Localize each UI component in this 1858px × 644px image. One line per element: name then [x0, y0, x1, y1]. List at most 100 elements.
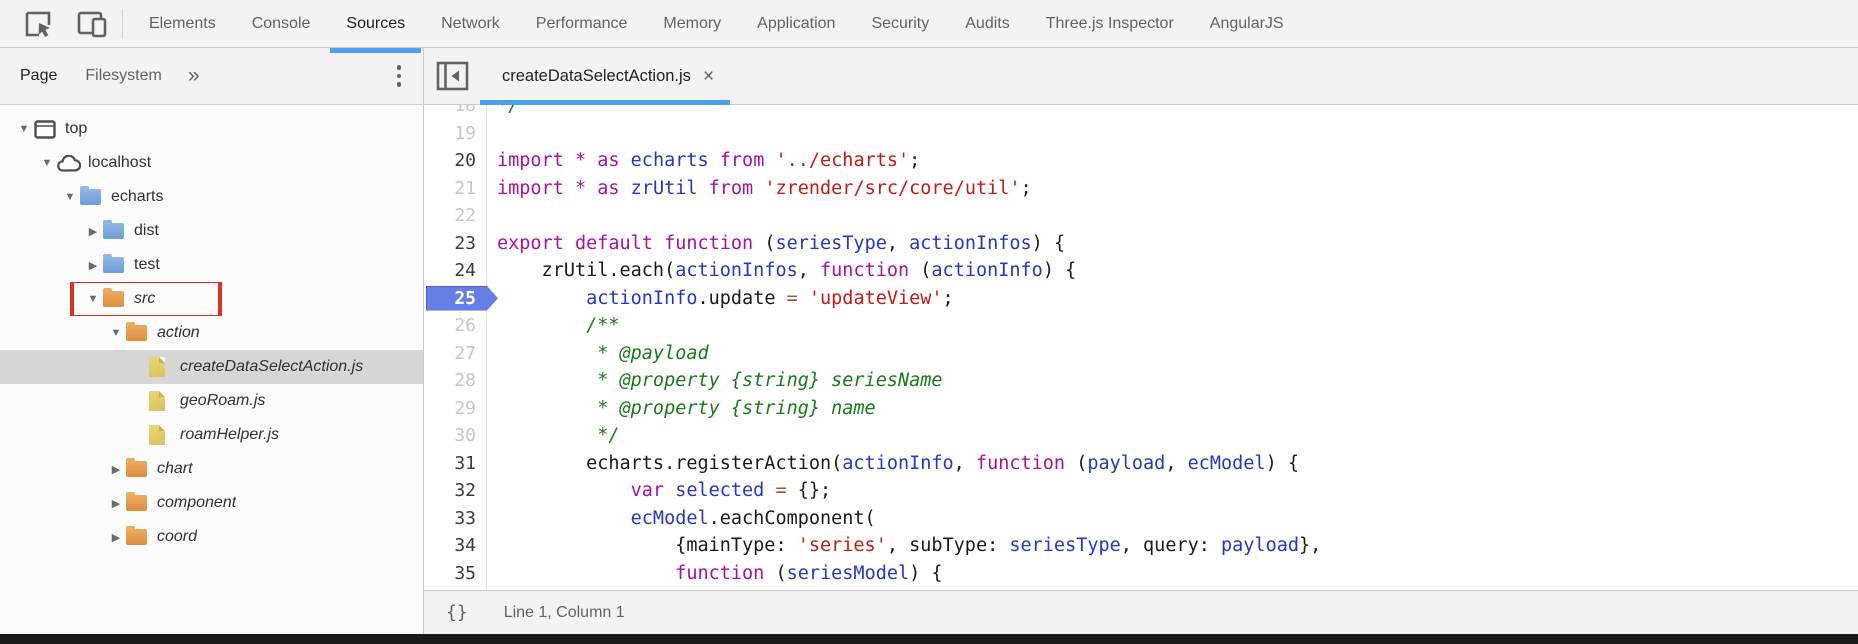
inspect-element-icon[interactable]: [22, 9, 54, 39]
panel-tab-three-js-inspector[interactable]: Three.js Inspector: [1045, 14, 1174, 32]
line-number[interactable]: 31: [454, 452, 476, 474]
code-line[interactable]: 28 * @property {string} seriesName: [424, 367, 1858, 395]
panel-tab-audits[interactable]: Audits: [965, 14, 1010, 32]
pretty-print-button[interactable]: {}: [446, 602, 468, 623]
editor-pane: createDataSelectAction.js × 18*/ 19 20 imp…: [424, 48, 1858, 634]
panel-tab-sources[interactable]: Sources: [328, 0, 423, 53]
line-number[interactable]: 18: [454, 105, 476, 116]
code-line[interactable]: 22: [424, 202, 1858, 230]
line-number[interactable]: 33: [454, 507, 476, 529]
navigator-tab-filesystem[interactable]: Filesystem: [85, 67, 162, 84]
code-text: [486, 202, 508, 230]
main-toolbar: Elements Console Sources Network Performance…: [0, 0, 1858, 53]
code-line[interactable]: 25 actionInfo.update = 'updateView';: [424, 285, 1858, 313]
line-number[interactable]: 19: [454, 122, 476, 144]
tree-item-roamhelper-js[interactable]: roamHelper.js: [0, 418, 423, 452]
chevron-right-icon[interactable]: ▶: [111, 531, 121, 544]
line-number[interactable]: 29: [454, 397, 476, 419]
chevron-down-icon[interactable]: ▼: [87, 293, 99, 305]
code-line[interactable]: 19: [424, 120, 1858, 148]
code-text: function (seriesModel) {: [675, 562, 943, 584]
code-line[interactable]: 33 ecModel.eachComponent(: [424, 505, 1858, 533]
chevron-right-icon[interactable]: ▶: [88, 225, 98, 238]
line-number[interactable]: 24: [454, 260, 476, 281]
tree-item-label: echarts: [111, 188, 164, 205]
code-line[interactable]: 27 * @payload: [424, 340, 1858, 368]
code-text: import * as echarts from '../echarts';: [497, 150, 921, 171]
code-text: [486, 120, 508, 148]
line-number[interactable]: 20: [454, 150, 476, 171]
folder-icon: [126, 322, 150, 341]
line-number[interactable]: 22: [454, 205, 476, 226]
tree-item-test[interactable]: ▶test: [0, 248, 423, 282]
code-line[interactable]: 34 {mainType: 'series', subType: seriesT…: [424, 532, 1858, 560]
tree-item-localhost[interactable]: ▼localhost: [0, 146, 423, 180]
line-number[interactable]: 30: [454, 425, 476, 446]
panel-tab-memory[interactable]: Memory: [663, 14, 722, 32]
tree-item-dist[interactable]: ▶ dist: [0, 214, 423, 248]
line-number[interactable]: 34: [454, 535, 476, 556]
more-tabs-chevron[interactable]: »: [187, 64, 200, 87]
panel-tab-performance[interactable]: Performance: [535, 14, 628, 32]
code-line[interactable]: 30 */: [424, 422, 1858, 450]
code-line[interactable]: 18*/: [424, 105, 1858, 120]
chevron-down-icon[interactable]: ▼: [64, 191, 76, 203]
tree-item-component[interactable]: ▶component: [0, 486, 423, 520]
tree-item-echarts[interactable]: ▼ echarts: [0, 180, 423, 214]
chevron-right-icon[interactable]: ▶: [111, 463, 121, 476]
toolbar-separator: [122, 8, 123, 39]
panel-tab-security[interactable]: Security: [871, 14, 930, 32]
line-number[interactable]: 26: [454, 315, 476, 336]
close-tab-icon[interactable]: ×: [702, 65, 715, 87]
panel-tab-angularjs[interactable]: AngularJS: [1209, 14, 1284, 32]
tree-item-chart[interactable]: ▶chart: [0, 452, 423, 486]
folder-icon: [80, 186, 104, 205]
code-line[interactable]: 32 var selected = {};: [424, 477, 1858, 505]
tree-item-top[interactable]: ▼ top: [0, 112, 423, 146]
tree-item-label: top: [65, 120, 88, 137]
code-editor[interactable]: 18*/ 19 20 import * as echarts from '../ec…: [424, 105, 1858, 590]
code-line[interactable]: 31 echarts.registerAction(actionInfo, fu…: [424, 450, 1858, 478]
line-number[interactable]: 28: [454, 370, 476, 391]
navigator-tabs: Page Filesystem: [6, 48, 176, 104]
tree-item-src[interactable]: ▼src: [0, 282, 423, 316]
navigator-tab-page[interactable]: Page: [20, 67, 58, 84]
code-text: * @property {string} seriesName: [586, 370, 943, 391]
file-icon: [149, 425, 173, 445]
device-toolbar-icon[interactable]: [76, 9, 108, 39]
chevron-down-icon[interactable]: ▼: [110, 327, 122, 339]
tree-item-createdataselectaction-js[interactable]: createDataSelectAction.js: [0, 350, 423, 384]
navigator-menu-icon[interactable]: [385, 65, 414, 87]
chevron-down-icon[interactable]: ▼: [41, 157, 53, 169]
line-number[interactable]: 35: [454, 562, 476, 584]
line-number-marker[interactable]: 25: [424, 285, 486, 313]
file-tab[interactable]: createDataSelectAction.js ×: [480, 48, 731, 105]
panel-tabs: Elements Console Sources Network Performance…: [131, 0, 1302, 53]
code-line[interactable]: 20 import * as echarts from '../echarts';: [424, 147, 1858, 175]
line-number[interactable]: 21: [454, 177, 476, 199]
tree-item-coord[interactable]: ▶coord: [0, 520, 423, 554]
line-number[interactable]: 32: [454, 480, 476, 501]
tree-item-label: dist: [134, 222, 159, 239]
window-bottom-edge: [0, 634, 1858, 644]
tree-item-georoam-js[interactable]: geoRoam.js: [0, 384, 423, 418]
code-line[interactable]: 35 function (seriesModel) {: [424, 560, 1858, 588]
tree-item-action[interactable]: ▼action: [0, 316, 423, 350]
code-text: {mainType: 'series', subType: seriesType…: [497, 535, 1322, 556]
chevron-right-icon[interactable]: ▶: [111, 497, 121, 510]
chevron-right-icon[interactable]: ▶: [88, 259, 98, 272]
chevron-down-icon[interactable]: ▼: [18, 123, 30, 135]
code-text: ecModel.eachComponent(: [630, 507, 876, 529]
panel-tab-console[interactable]: Console: [251, 14, 311, 32]
code-line[interactable]: 24 zrUtil.each(actionInfos, function (ac…: [424, 257, 1858, 285]
panel-tab-network[interactable]: Network: [441, 14, 500, 32]
code-line[interactable]: 26 /**: [424, 312, 1858, 340]
hide-navigator-icon[interactable]: [424, 48, 480, 104]
line-number[interactable]: 23: [454, 232, 476, 254]
line-number[interactable]: 27: [454, 342, 476, 364]
panel-tab-elements[interactable]: Elements: [149, 14, 216, 32]
panel-tab-application[interactable]: Application: [757, 14, 836, 32]
code-line[interactable]: 29 * @property {string} name: [424, 395, 1858, 423]
